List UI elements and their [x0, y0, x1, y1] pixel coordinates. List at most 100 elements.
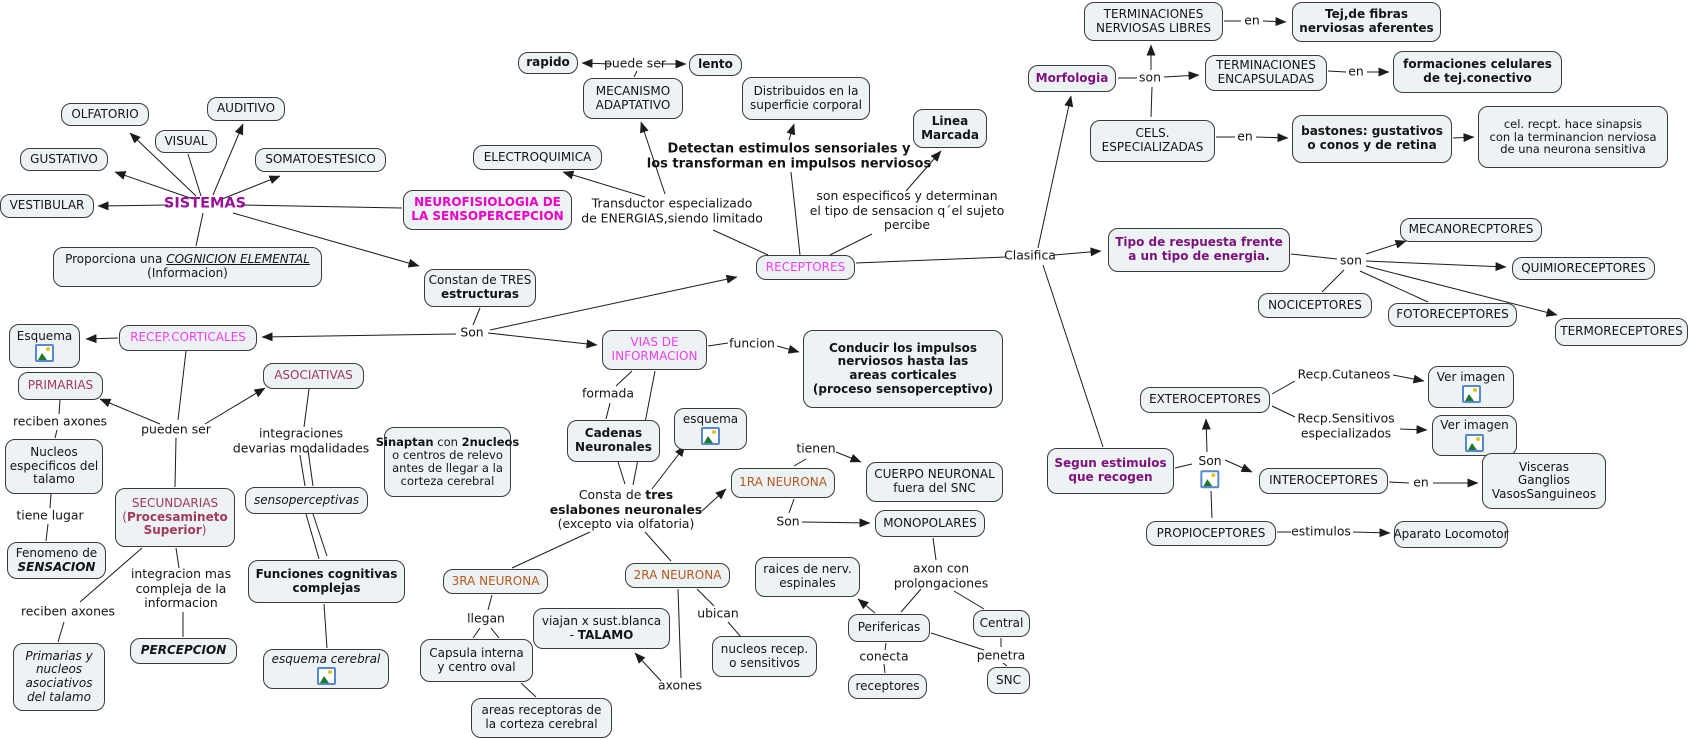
node-ver-imagen-1[interactable]: Ver imagen	[1428, 366, 1514, 408]
node-fotoreceptores[interactable]: FOTORECEPTORES	[1388, 303, 1517, 327]
node-rapido[interactable]: rapido	[518, 52, 578, 74]
text-part: receptores	[855, 678, 920, 693]
text-part: Son	[1198, 453, 1222, 469]
node-quimioreceptores[interactable]: QUIMIORECEPTORES	[1512, 257, 1655, 280]
text-part: (Informacion)	[147, 266, 228, 280]
node-exteroceptores[interactable]: EXTEROCEPTORES	[1140, 387, 1270, 413]
node-interoceptores[interactable]: INTEROCEPTORES	[1259, 468, 1388, 494]
node-snc[interactable]: SNC	[987, 667, 1030, 694]
node-lento[interactable]: lento	[689, 54, 742, 76]
text-part: tienen	[796, 440, 836, 456]
text-row: de una neurona sensitiva	[1500, 143, 1646, 156]
image-icon[interactable]	[701, 427, 720, 446]
node-olfatorio[interactable]: OLFATORIO	[61, 103, 149, 126]
text-row: Morfologia	[1036, 71, 1109, 86]
node-cels-especializadas[interactable]: CELS.ESPECIALIZADAS	[1090, 120, 1215, 162]
node-auditivo[interactable]: AUDITIVO	[207, 97, 285, 121]
text-part: percibe	[883, 217, 931, 233]
node-electroquimica[interactable]: ELECTROQUIMICA	[473, 145, 602, 170]
text-row: son	[1139, 70, 1161, 86]
label-estimulos: estimulos	[1291, 523, 1351, 540]
node-proporciona-cognicion[interactable]: Proporciona una COGNICION ELEMENTAL(Info…	[53, 247, 322, 287]
node-receptores[interactable]: RECEPTORES	[756, 255, 855, 280]
node-mecanoreceptores[interactable]: MECANORECPTORES	[1400, 218, 1542, 242]
node-perifericas[interactable]: Perifericas	[848, 614, 930, 642]
node-1ra-neurona[interactable]: 1RA NEURONA	[731, 468, 835, 498]
node-nociceptores[interactable]: NOCICEPTORES	[1258, 293, 1372, 318]
node-sensoperceptivas[interactable]: sensoperceptivas	[245, 487, 368, 514]
text-row: Tej,de fibras	[1325, 8, 1408, 22]
node-receptores-2[interactable]: receptores	[848, 674, 927, 699]
node-termoreceptores[interactable]: TERMORECEPTORES	[1555, 318, 1688, 346]
node-percepcion[interactable]: PERCEPCION	[130, 638, 237, 664]
node-monopolares[interactable]: MONOPOLARES	[875, 510, 985, 537]
text-row: Ver imagen	[1437, 370, 1505, 385]
node-aparato-locomotor[interactable]: Aparato Locomotor	[1393, 521, 1509, 548]
text-row: Ver imagen	[1440, 418, 1508, 433]
node-asociativas[interactable]: ASOCIATIVAS	[263, 363, 364, 389]
node-viajan-talamo[interactable]: viajan x sust.blanca- TALAMO	[533, 608, 670, 649]
text-row: QUIMIORECEPTORES	[1521, 261, 1646, 276]
label-en-libres: en	[1244, 13, 1259, 29]
text-part: NERVIOSAS LIBRES	[1096, 20, 1211, 35]
node-esquema-1[interactable]: Esquema	[9, 324, 80, 368]
node-esquema-cerebral[interactable]: esquema cerebral	[263, 649, 389, 689]
node-somatoestesico[interactable]: SOMATOESTESICO	[255, 148, 386, 172]
text-row: TERMINACIONES	[1216, 59, 1316, 73]
node-3ra-neurona[interactable]: 3RA NEURONA	[443, 569, 548, 594]
node-primarias[interactable]: PRIMARIAS	[18, 372, 103, 400]
node-esquema-2[interactable]: esquema	[674, 408, 747, 450]
node-ver-imagen-2[interactable]: Ver imagen	[1432, 415, 1517, 456]
text-part: Segun estimulos	[1054, 456, 1167, 471]
text-row: reciben axones	[13, 414, 107, 430]
image-icon[interactable]	[1200, 469, 1220, 488]
image-icon[interactable]	[316, 667, 336, 686]
node-raices-nerv[interactable]: raices de nerv.espinales	[755, 557, 860, 597]
node-2ra-neurona[interactable]: 2RA NEURONA	[625, 563, 730, 588]
node-visual[interactable]: VISUAL	[155, 130, 217, 153]
node-central[interactable]: Central	[973, 610, 1030, 637]
text-row: esquema cerebral	[272, 652, 381, 667]
text-part: nerviosos hasta las	[837, 354, 969, 369]
text-part: estimulos	[1291, 523, 1351, 539]
link-line	[932, 537, 937, 561]
node-vestibular[interactable]: VESTIBULAR	[0, 194, 94, 218]
text-row: raices de nerv.	[763, 563, 851, 577]
link-line	[187, 153, 202, 197]
text-row: conecta	[859, 649, 908, 665]
node-gustativo[interactable]: GUSTATIVO	[20, 148, 108, 171]
node-recep-corticales[interactable]: RECEP.CORTICALES	[119, 325, 257, 351]
image-icon[interactable]	[35, 344, 54, 363]
node-propioceptores[interactable]: PROPIOCEPTORES	[1146, 521, 1276, 546]
image-icon[interactable]	[1465, 433, 1484, 452]
node-nucleos-recep[interactable]: nucleos recep.o sensitivos	[712, 636, 817, 677]
image-icon[interactable]	[1461, 385, 1481, 404]
node-morfologia[interactable]: Morfologia	[1028, 65, 1116, 92]
